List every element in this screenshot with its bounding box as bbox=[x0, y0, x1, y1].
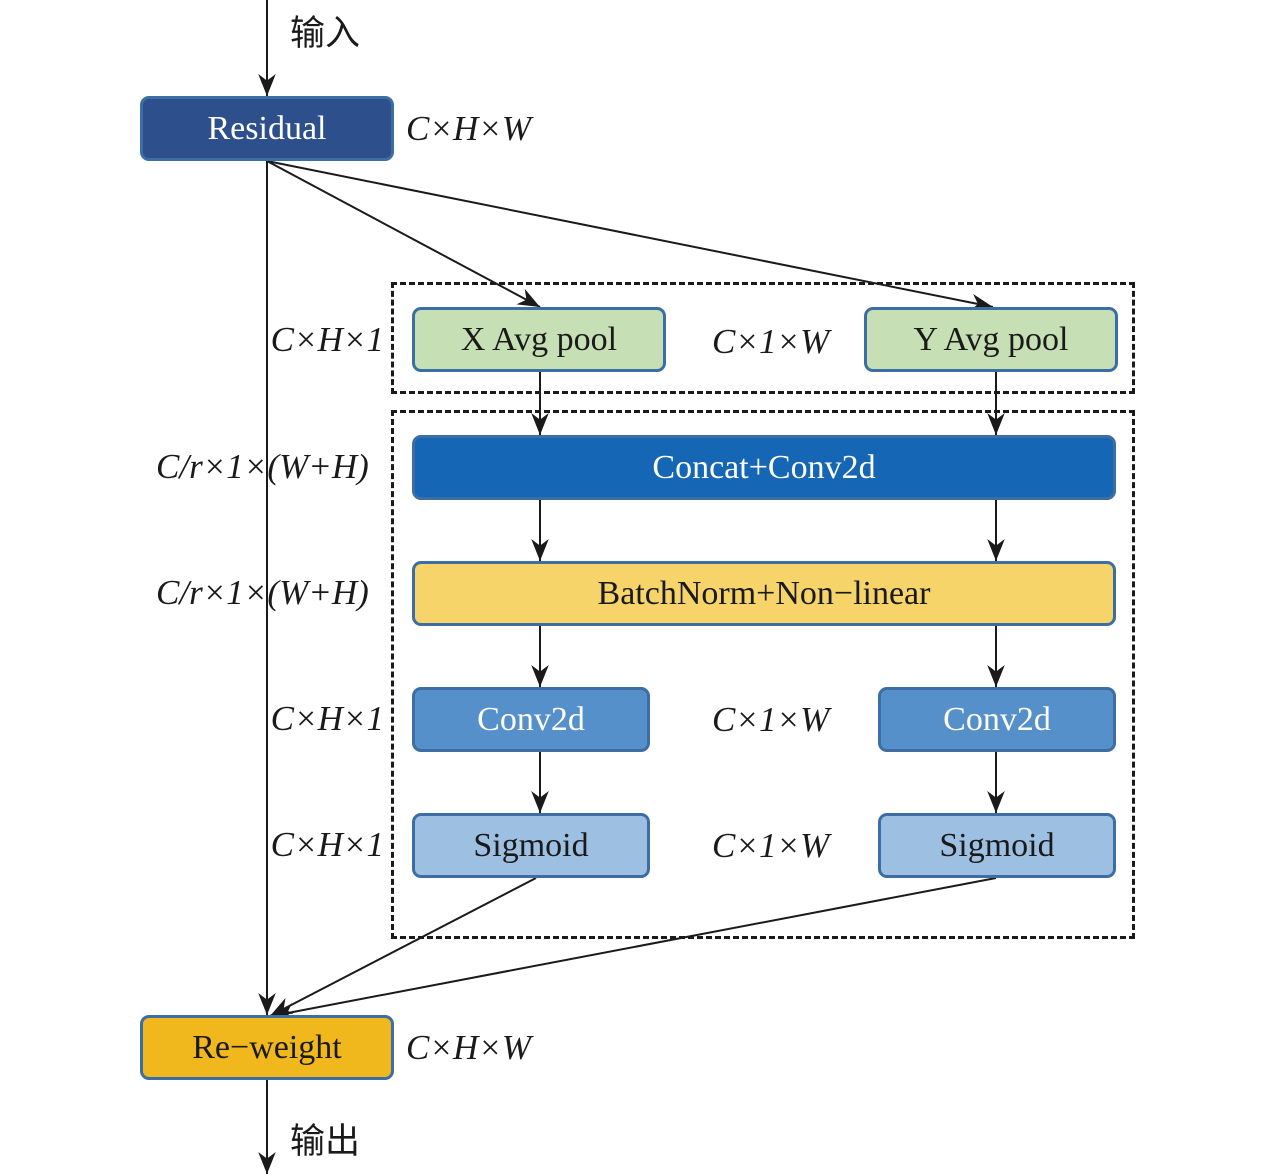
x-avg-pool-block: X Avg pool bbox=[412, 307, 666, 372]
dim-batchnorm: C/r×1×(W+H) bbox=[156, 573, 369, 612]
output-label: 输出 bbox=[290, 1122, 361, 1162]
residual-block: Residual bbox=[140, 96, 394, 161]
sigmoid-right-block: Sigmoid bbox=[878, 813, 1116, 878]
dim-residual: C×H×W bbox=[406, 109, 532, 148]
y-avg-pool-block: Y Avg pool bbox=[864, 307, 1118, 372]
dim-conv-left: C×H×1 bbox=[270, 699, 384, 738]
conv2d-right-block: Conv2d bbox=[878, 687, 1116, 752]
attention-group-frame bbox=[391, 410, 1135, 939]
arrow-sig-left-reweight bbox=[269, 877, 537, 1017]
dim-concat: C/r×1×(W+H) bbox=[156, 447, 369, 486]
dim-sig-mid: C×1×W bbox=[712, 826, 830, 865]
arrow-sig-right-reweight bbox=[271, 877, 997, 1021]
sigmoid-left-block: Sigmoid bbox=[412, 813, 650, 878]
dim-pool-mid: C×1×W bbox=[712, 322, 830, 361]
pool-group-frame bbox=[391, 282, 1135, 394]
concat-conv2d-block: Concat+Conv2d bbox=[412, 435, 1116, 500]
dim-reweight: C×H×W bbox=[406, 1028, 532, 1067]
input-label: 输入 bbox=[290, 14, 361, 54]
dim-conv-mid: C×1×W bbox=[712, 700, 830, 739]
batchnorm-block: BatchNorm+Non−linear bbox=[412, 561, 1116, 626]
dim-pool-left: C×H×1 bbox=[270, 320, 384, 359]
reweight-block: Re−weight bbox=[140, 1015, 394, 1080]
dim-sig-left: C×H×1 bbox=[270, 825, 384, 864]
conv2d-left-block: Conv2d bbox=[412, 687, 650, 752]
